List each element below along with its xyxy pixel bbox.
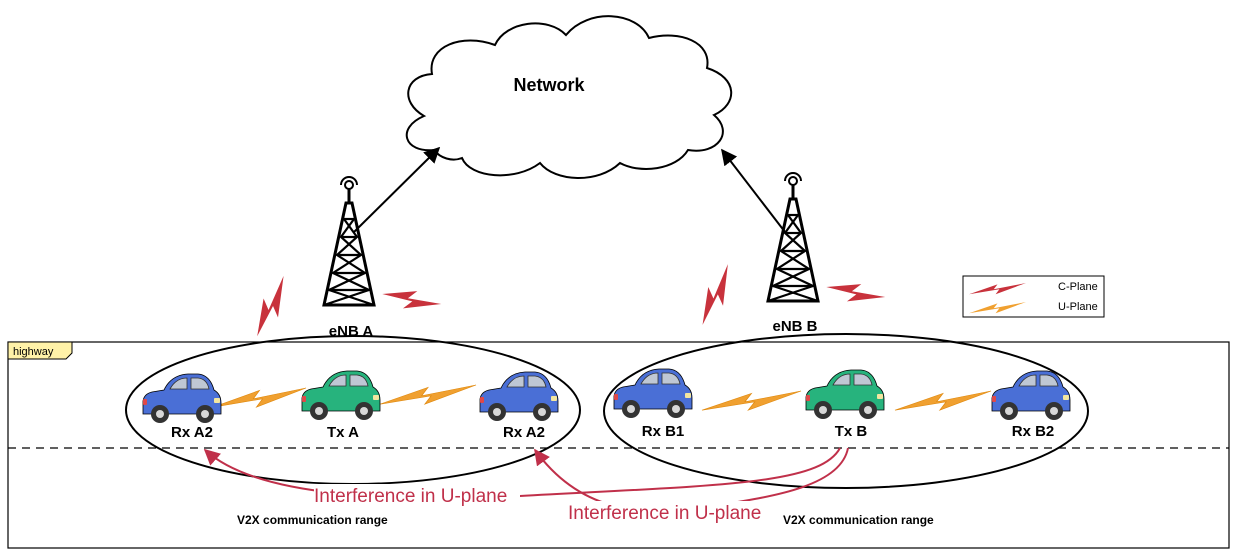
tower-b-uplink-arrow (721, 148, 786, 233)
tower-b-icon (766, 171, 820, 303)
car-label-tx-a: Tx A (327, 424, 359, 441)
interference-label-2: Interference in U-plane (568, 503, 761, 524)
car-rx-a2-left-icon (142, 373, 222, 424)
car-label-rx-a2-right: Rx A2 (503, 424, 545, 441)
car-tx-a-icon (301, 370, 381, 421)
interference-label-1: Interference in U-plane (314, 486, 507, 507)
range-label-b: V2X communication range (783, 513, 934, 527)
car-label-rx-a2-left: Rx A2 (171, 424, 213, 441)
tower-a-label: eNB A (329, 323, 374, 340)
u-plane-legend-label: U-Plane (1058, 301, 1098, 313)
interference-arrow-to-rx-a2-left (203, 447, 841, 499)
highway-tag: highway (13, 346, 54, 358)
legend: C-Plane U-Plane (962, 275, 1105, 318)
car-label-rx-b2: Rx B2 (1012, 423, 1055, 440)
highway: highway (7, 341, 1230, 549)
range-label-a: V2X communication range (237, 513, 388, 527)
car-label-tx-b: Tx B (835, 423, 868, 440)
car-rx-a2-right-icon (479, 371, 559, 422)
car-rx-b2-icon (991, 370, 1071, 421)
car-rx-b1-icon (613, 368, 693, 419)
car-tx-b-icon (805, 369, 885, 420)
range-ellipse-b (603, 333, 1089, 489)
tower-a-icon (322, 175, 376, 307)
tower-a-uplink-arrow (353, 146, 441, 233)
c-plane-legend-label: C-Plane (1058, 281, 1098, 293)
network-cloud: Network (405, 15, 733, 179)
tower-b-label: eNB B (772, 318, 817, 335)
car-label-rx-b1: Rx B1 (642, 423, 685, 440)
network-label: Network (513, 75, 585, 95)
